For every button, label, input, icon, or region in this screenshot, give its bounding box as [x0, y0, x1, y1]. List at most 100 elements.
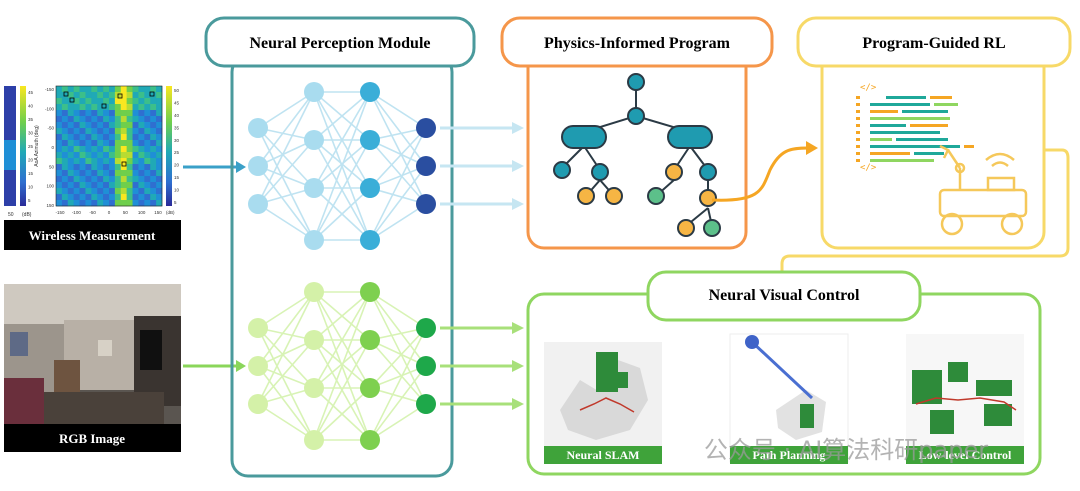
- heatmap-cell: [150, 122, 157, 129]
- heatmap-y-tick: 50: [49, 164, 55, 169]
- heatmap-cell: [109, 86, 116, 93]
- heatmap-cell: [120, 134, 127, 141]
- heatmap-x-tick: 0: [108, 210, 111, 215]
- heatmap-cell: [144, 140, 151, 147]
- heatmap-cell: [67, 128, 74, 135]
- heatmap-cell: [61, 176, 69, 183]
- heatmap-cell: [132, 158, 139, 165]
- heatmap-cell: [97, 104, 104, 111]
- heatmap-cell: [67, 140, 74, 147]
- heatmap-cell: [91, 116, 98, 123]
- heatmap-cell: [120, 128, 127, 135]
- low-level-control-panel: Low-level Control: [906, 334, 1024, 464]
- watermark: 公众号 · AI算法科研paper: [704, 436, 988, 464]
- path-planning-panel: Path Planning: [729, 333, 849, 464]
- heatmap-cell: [144, 98, 151, 105]
- heatmap-cell: [114, 116, 122, 123]
- tree-branch-node: [561, 125, 607, 149]
- heatmap-cell: [132, 86, 139, 93]
- code-line-number: [856, 152, 860, 155]
- heatmap-cell: [73, 140, 80, 147]
- heatmap-cell: [138, 158, 145, 165]
- slam-obstacle-2: [618, 372, 628, 388]
- heatmap-cell: [156, 86, 163, 93]
- heatmap-cell: [56, 122, 63, 129]
- heatmap-cell: [97, 170, 104, 177]
- heatmap-cell: [126, 200, 133, 207]
- heatmap-cell: [114, 200, 122, 207]
- code-line-segment: [870, 159, 934, 162]
- heatmap-cell: [97, 98, 104, 105]
- rgb-floor: [44, 392, 164, 424]
- heatmap-cell: [138, 182, 145, 189]
- heatmap-cell: [126, 182, 133, 189]
- tree-leaf-node: [699, 163, 717, 181]
- heatmap-cell: [61, 170, 69, 177]
- left-colorbar-tick: 25: [28, 144, 34, 149]
- heatmap-cell: [91, 98, 98, 105]
- heatmap-cell: [67, 170, 74, 177]
- network-edge: [369, 139, 427, 205]
- heatmap-cell: [109, 92, 116, 99]
- tree-leaf-node: [699, 189, 717, 207]
- heatmap-cell: [156, 194, 163, 201]
- tree-leaf-node: [591, 163, 609, 181]
- heatmap-cell: [85, 194, 92, 201]
- heatmap-cell: [120, 200, 127, 207]
- rl-title-box: [796, 16, 1072, 68]
- heatmap-cell: [114, 86, 122, 93]
- heatmap-cell: [91, 152, 98, 159]
- heatmap-cell: [91, 188, 98, 195]
- heatmap-cell: [61, 98, 69, 105]
- heatmap-cell: [67, 104, 74, 111]
- heatmap-cell: [103, 152, 110, 159]
- output-arrow-head: [512, 322, 524, 334]
- heatmap-cell: [67, 146, 74, 153]
- heatmap-cell: [138, 122, 145, 129]
- heatmap-cell: [132, 92, 139, 99]
- heatmap-cell: [61, 134, 69, 141]
- heatmap-cell: [132, 170, 139, 177]
- rgb-tv: [140, 330, 162, 370]
- heatmap-cell: [120, 164, 127, 171]
- left-colorbar-tick: 35: [28, 117, 34, 122]
- heatmap-cell: [73, 98, 80, 105]
- network-node: [248, 394, 268, 414]
- heatmap-cell: [85, 164, 92, 171]
- heatmap-cell: [91, 200, 98, 207]
- heatmap-cell: [114, 140, 122, 147]
- heatmap-cell: [144, 188, 151, 195]
- heatmap-cell: [91, 140, 98, 147]
- heatmap-cell: [150, 146, 157, 153]
- heatmap-cell: [138, 92, 145, 99]
- heatmap-cell: [67, 116, 74, 123]
- network-edge: [313, 91, 371, 141]
- heatmap-cell: [132, 128, 139, 135]
- heatmap-cell: [103, 170, 110, 177]
- heatmap-cell: [67, 176, 74, 183]
- code-line-segment: [914, 152, 944, 155]
- heatmap-cell: [85, 200, 92, 207]
- heatmap-cell: [150, 200, 157, 207]
- wifi-arc-inner: [991, 161, 1009, 167]
- heatmap-cell: [150, 140, 157, 147]
- colorbar-tick: 25: [174, 150, 180, 155]
- heatmap-cell: [109, 176, 116, 183]
- heatmap-cell: [132, 134, 139, 141]
- heatmap-cell: [79, 188, 86, 195]
- heatmap-cell: [126, 194, 133, 201]
- heatmap-cell: [144, 152, 151, 159]
- heatmap-cell: [61, 188, 69, 195]
- heatmap-cell: [79, 200, 86, 207]
- heatmap-cell: [156, 116, 163, 123]
- network-edge: [369, 165, 427, 189]
- heatmap-cell: [79, 110, 86, 117]
- program-tree: [553, 73, 721, 237]
- heatmap-cell: [109, 152, 116, 159]
- network-edge: [369, 127, 427, 189]
- heatmap-cell: [150, 188, 157, 195]
- heatmap-cell: [56, 170, 63, 177]
- colorbar-tick: 40: [174, 113, 180, 118]
- heatmap-cell: [73, 200, 80, 207]
- heatmap-cell: [150, 176, 157, 183]
